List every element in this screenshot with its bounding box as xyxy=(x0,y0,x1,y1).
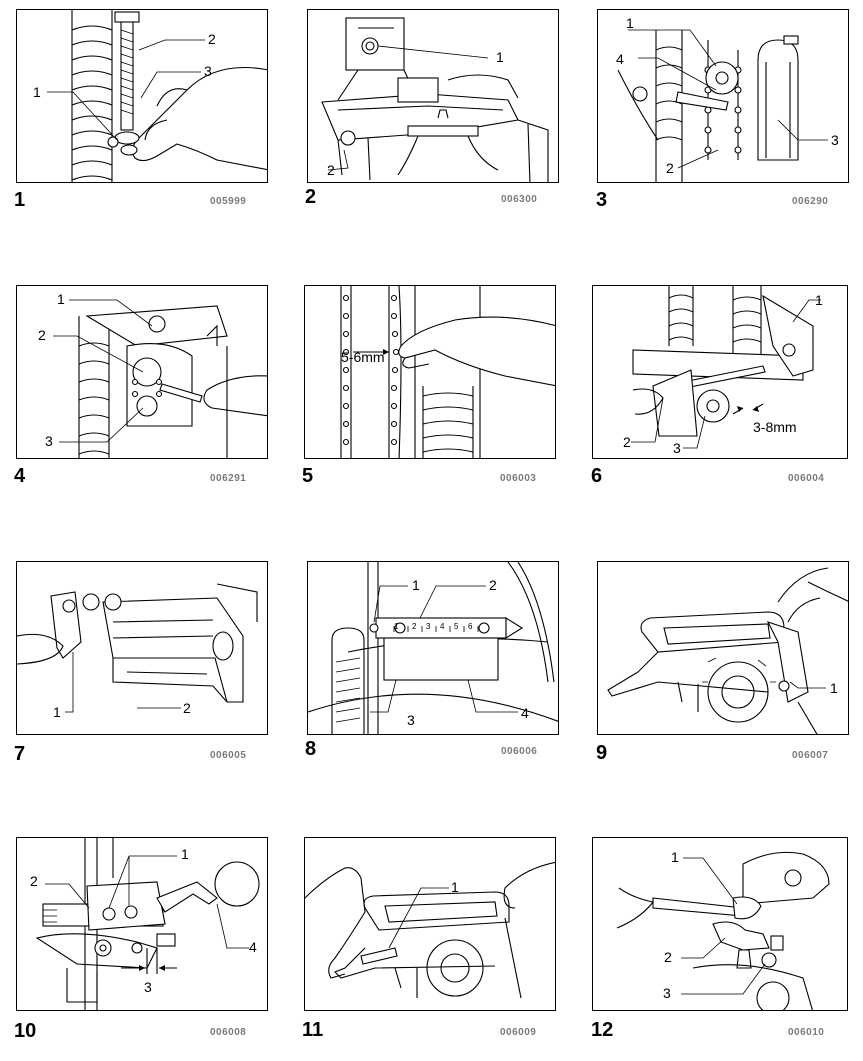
callout-2: 2 xyxy=(38,327,46,343)
callout-4: 4 xyxy=(521,705,529,721)
figure-code-3: 006290 xyxy=(792,196,829,207)
figure-code-6: 006004 xyxy=(788,473,825,484)
handle-bolt-drawing xyxy=(305,861,555,999)
callout-1: 1 xyxy=(53,704,61,720)
figure-code-4: 006291 xyxy=(210,473,247,484)
wrench-bolt-drawing xyxy=(616,851,830,1010)
figure-number-2: 2 xyxy=(305,186,317,208)
sprocket-adjust-drawing xyxy=(53,299,267,458)
callout-4: 4 xyxy=(616,51,624,67)
figure-code-12: 006010 xyxy=(788,1027,825,1038)
callout-3: 3 xyxy=(673,440,681,456)
chain-slack-drawing xyxy=(340,286,555,458)
figure-code-5: 006003 xyxy=(500,473,537,484)
head-clamp-drawing xyxy=(321,17,549,182)
figure-9-illustration: 1 xyxy=(597,561,849,735)
scale-tick-1: 1 xyxy=(394,622,399,631)
callout-1: 1 xyxy=(671,849,679,865)
figure-10-illustration: 1 2 4 3 xyxy=(16,837,268,1011)
figure-number-8: 8 xyxy=(305,738,317,760)
figure-1-illustration: 2 3 1 xyxy=(16,9,268,183)
depth-scale-drawing xyxy=(308,562,558,734)
callout-3: 3 xyxy=(144,979,152,995)
callout-2: 2 xyxy=(666,160,674,176)
scale-tick-6: 6 xyxy=(468,622,473,631)
callout-1: 1 xyxy=(496,49,504,65)
measurement-label: 3-8mm xyxy=(753,419,797,435)
figure-number-1: 1 xyxy=(14,189,26,211)
callout-1: 1 xyxy=(830,680,838,696)
figure-code-9: 006007 xyxy=(792,750,829,761)
figure-3-illustration: 1 4 3 2 xyxy=(597,9,849,183)
lever-arm-drawing xyxy=(17,583,258,713)
callout-4: 4 xyxy=(249,939,257,955)
figure-number-6: 6 xyxy=(591,465,603,487)
callout-3: 3 xyxy=(831,132,839,148)
measurement-label: 5-6mm xyxy=(341,349,385,365)
figure-code-11: 006009 xyxy=(500,1027,537,1038)
callout-1: 1 xyxy=(57,291,65,307)
callout-1: 1 xyxy=(815,292,823,308)
table-roller-drawing xyxy=(631,286,821,449)
figure-number-3: 3 xyxy=(596,189,608,211)
callout-3: 3 xyxy=(45,433,53,449)
figure-5-illustration: 5-6mm xyxy=(304,285,556,459)
figure-4-illustration: 1 2 3 xyxy=(16,285,268,459)
scale-tick-5: 5 xyxy=(454,622,459,631)
scale-tick-3: 3 xyxy=(426,622,431,631)
callout-1: 1 xyxy=(412,577,420,593)
callout-3: 3 xyxy=(663,985,671,1001)
callout-3: 3 xyxy=(407,712,415,728)
figure-number-10: 10 xyxy=(14,1020,37,1042)
figure-number-4: 4 xyxy=(14,465,26,487)
chain-sprocket-drawing xyxy=(617,29,828,182)
scale-tick-2: 2 xyxy=(412,622,417,631)
callout-2: 2 xyxy=(183,700,191,716)
callout-1: 1 xyxy=(181,846,189,862)
figure-code-1: 005999 xyxy=(210,196,247,207)
callout-1: 1 xyxy=(451,879,459,895)
callout-2: 2 xyxy=(489,577,497,593)
figure-11-illustration: 1 xyxy=(304,837,556,1011)
scale-tick-4: 4 xyxy=(440,622,445,631)
figure-code-10: 006008 xyxy=(210,1027,247,1038)
figure-code-2: 006300 xyxy=(501,194,538,205)
callout-3: 3 xyxy=(204,63,212,79)
figure-12-illustration: 1 2 3 xyxy=(592,837,848,1011)
callout-2: 2 xyxy=(208,31,216,47)
figure-number-9: 9 xyxy=(596,742,608,764)
callout-2: 2 xyxy=(664,949,672,965)
figure-number-11: 11 xyxy=(302,1019,324,1041)
figure-code-8: 006006 xyxy=(501,746,538,757)
callout-2: 2 xyxy=(30,873,38,889)
figure-number-5: 5 xyxy=(302,465,314,487)
lock-lever-drawing xyxy=(35,838,260,1010)
figure-8-illustration: 1 2 1 2 3 4 5 6 3 4 xyxy=(307,561,559,735)
feed-screw-drawing xyxy=(47,10,267,182)
figure-number-7: 7 xyxy=(14,743,26,765)
figure-2-illustration: 1 2 xyxy=(307,9,559,183)
handle-pin-drawing xyxy=(607,567,848,734)
figure-7-illustration: 1 2 xyxy=(16,561,268,735)
figure-6-illustration: 1 2 3 3-8mm xyxy=(592,285,848,459)
callout-1: 1 xyxy=(33,84,41,100)
figure-number-12: 12 xyxy=(591,1019,614,1041)
callout-2: 2 xyxy=(623,434,631,450)
callout-1: 1 xyxy=(626,15,634,31)
callout-2: 2 xyxy=(327,162,335,178)
figure-code-7: 006005 xyxy=(210,750,247,761)
